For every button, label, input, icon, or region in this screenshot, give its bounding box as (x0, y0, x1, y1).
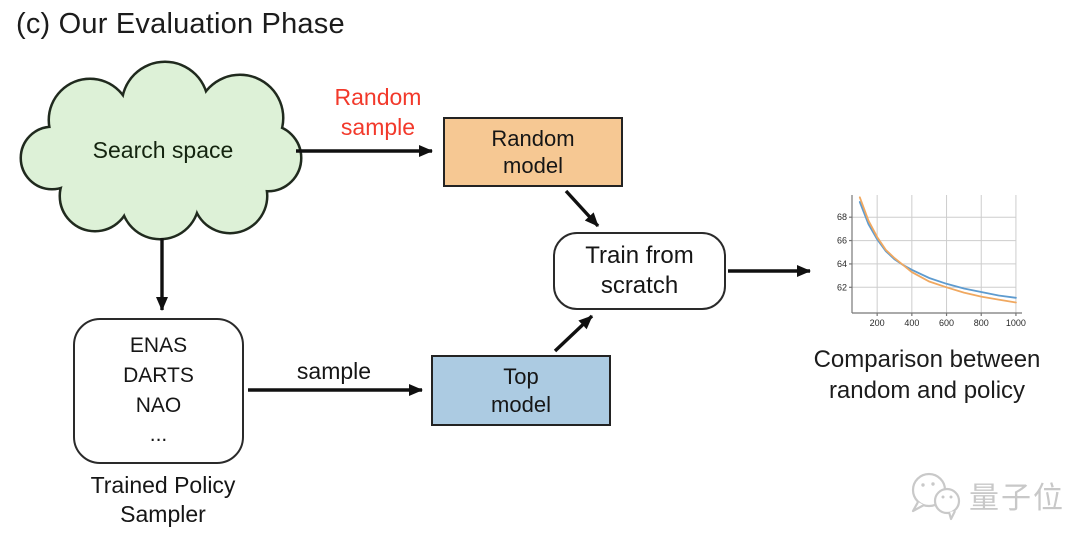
arrow-random-model-to-train (564, 189, 600, 228)
svg-text:62: 62 (837, 282, 847, 292)
svg-text:600: 600 (939, 318, 954, 328)
search-space-label: Search space (92, 137, 234, 163)
sample-edge-label: sample (296, 358, 372, 384)
svg-text:64: 64 (837, 259, 847, 269)
svg-text:1000: 1000 (1006, 318, 1026, 328)
diagram-title: (c) Our Evaluation Phase (16, 8, 345, 40)
watermark: 量子位 (903, 466, 1073, 524)
arrow-top-model-to-train (553, 314, 594, 353)
random-model-node: Random model (443, 117, 623, 187)
top-model-node: Top model (431, 355, 611, 426)
chat-bubbles-icon (911, 472, 961, 521)
search-space-cloud (19, 60, 303, 241)
svg-text:66: 66 (837, 236, 847, 246)
train-from-scratch-node: Train from scratch (553, 232, 726, 310)
trained-policy-sampler-caption: Trained Policy Sampler (90, 472, 236, 528)
svg-text:68: 68 (837, 212, 847, 222)
chart-caption: Comparison between random and policy (813, 346, 1041, 404)
watermark-text: 量子位 (969, 482, 1065, 515)
svg-text:800: 800 (974, 318, 989, 328)
svg-text:400: 400 (904, 318, 919, 328)
comparison-chart: 62 64 66 68 200 400 600 800 1000 (836, 185, 1032, 335)
random-sample-edge-label: Random sample (334, 84, 422, 140)
svg-text:200: 200 (870, 318, 885, 328)
trained-policy-sampler-node: ENAS DARTS NAO ... (73, 318, 244, 464)
